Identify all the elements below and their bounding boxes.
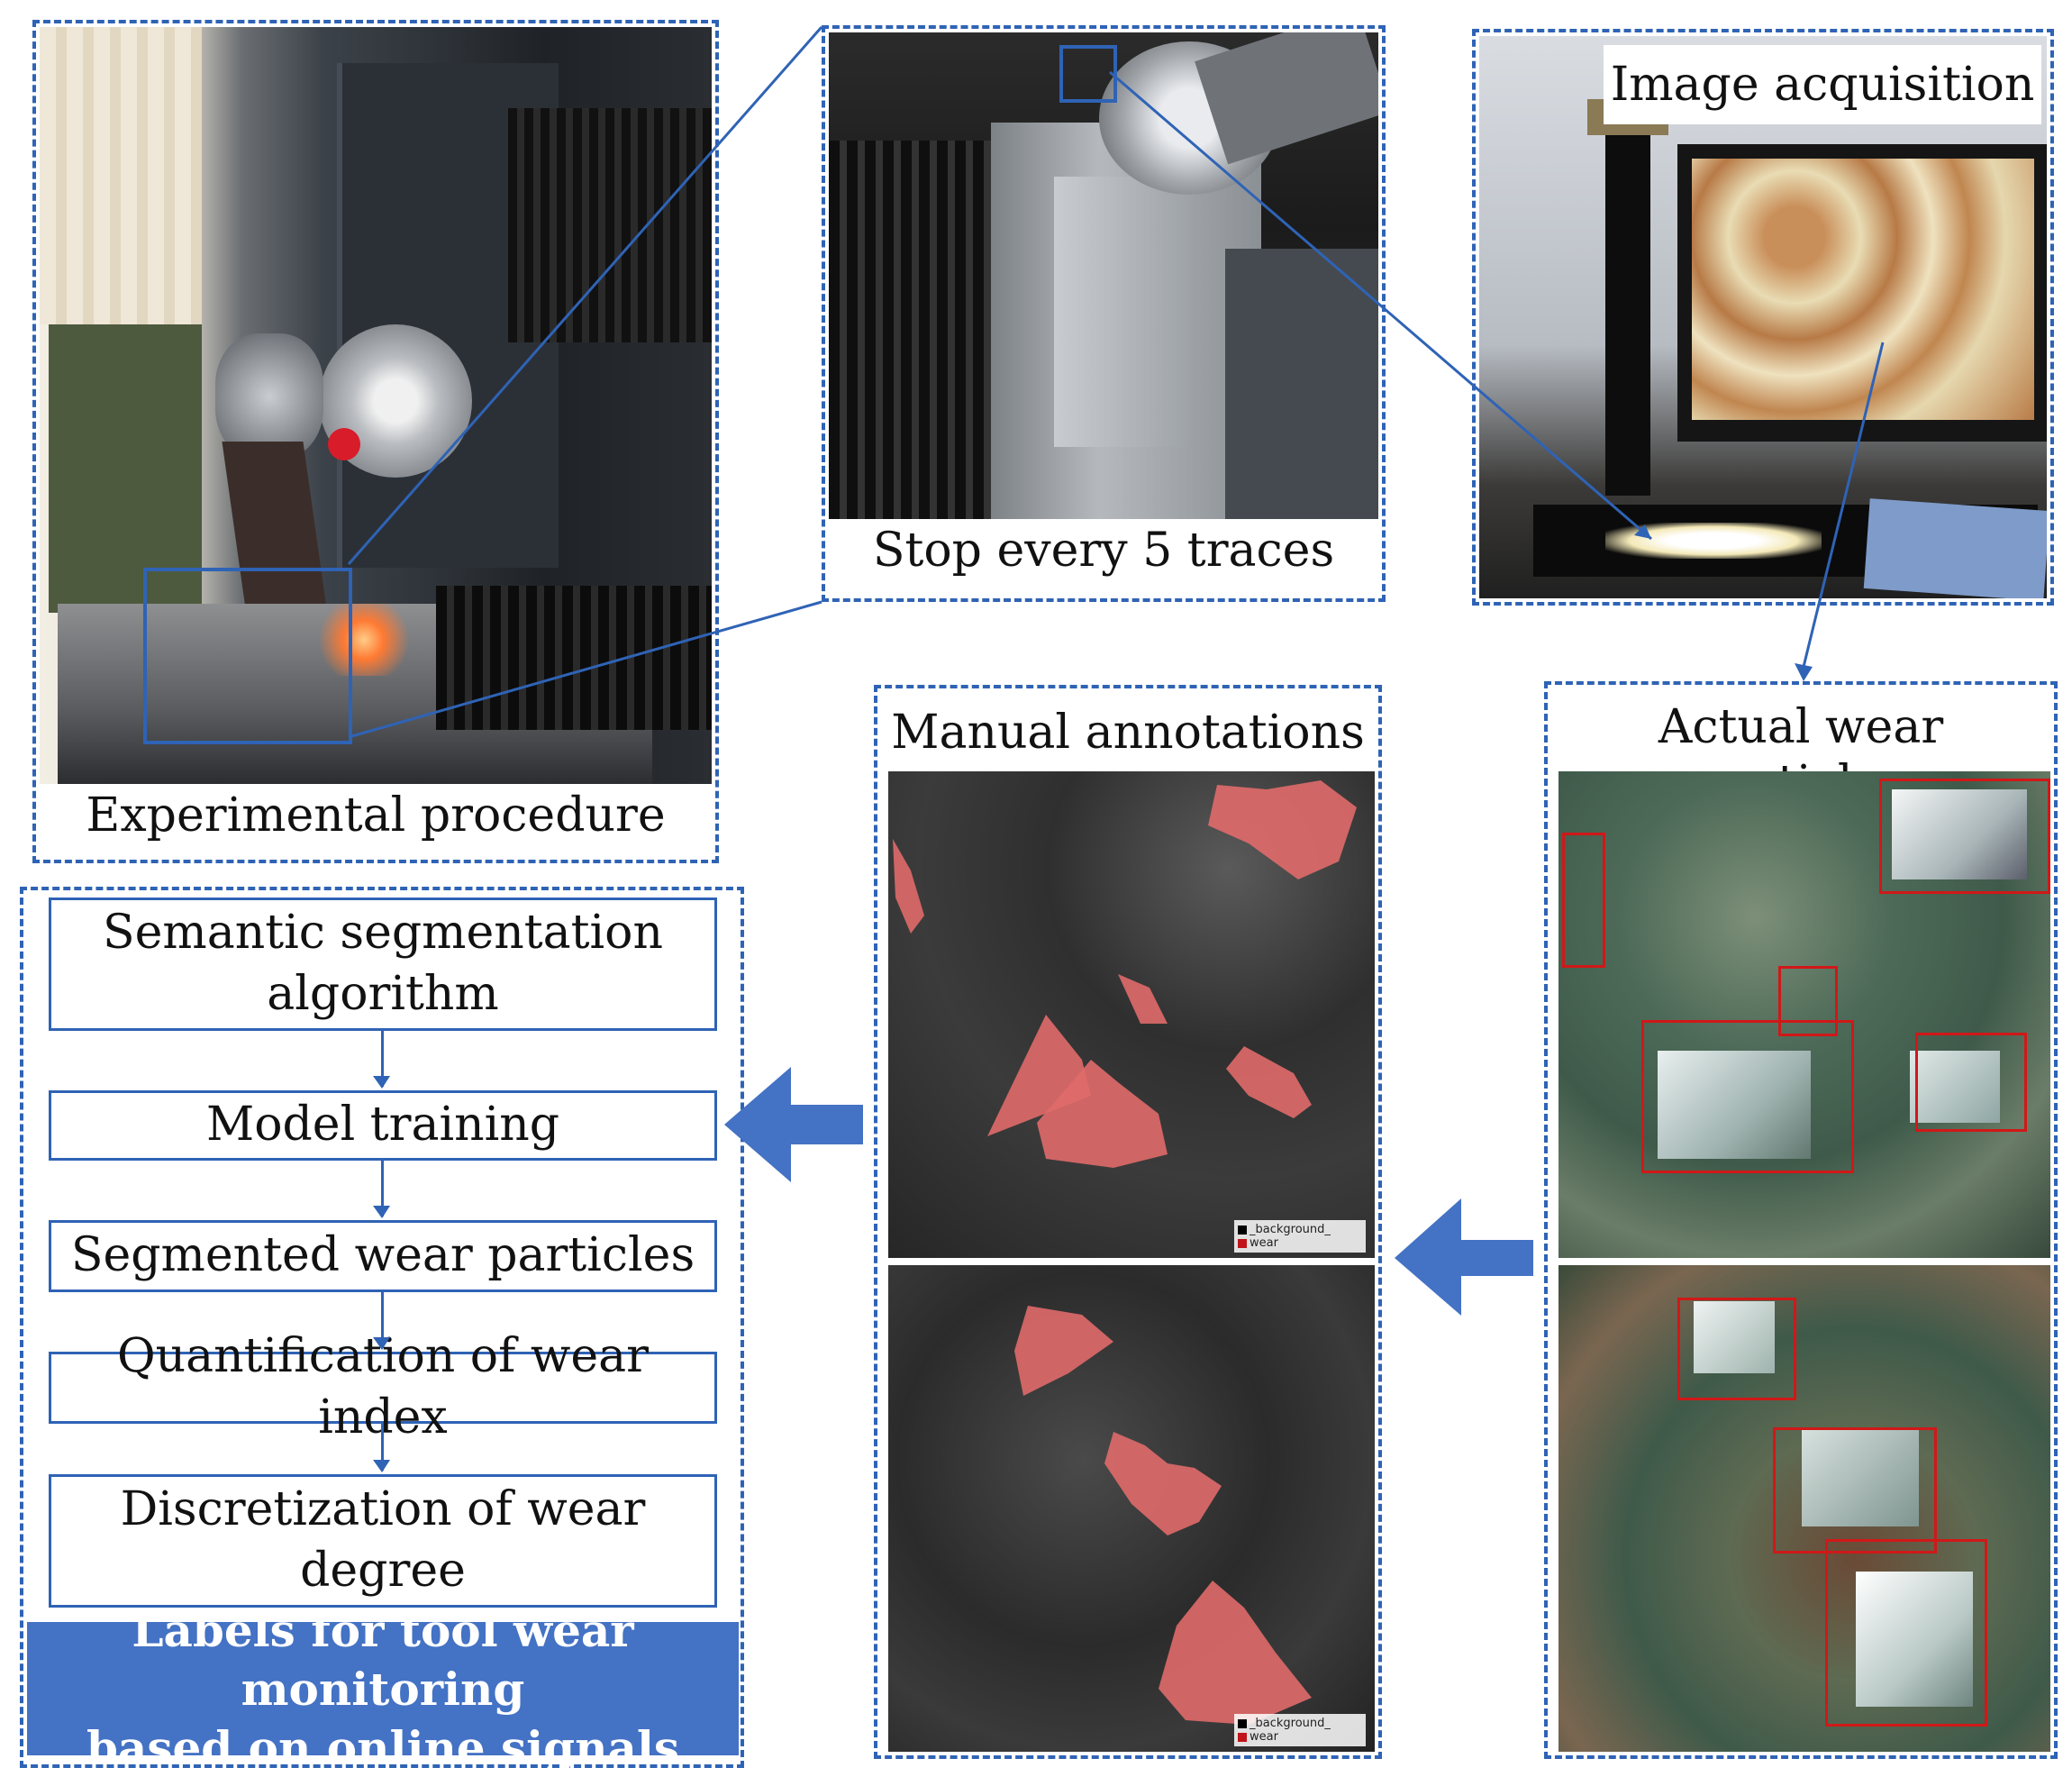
- flow-step-line: algorithm: [267, 967, 499, 1021]
- wear-region: [1104, 1432, 1222, 1535]
- flow-step-quantification: Quantification of wear index: [49, 1329, 717, 1444]
- zoom-line: [347, 26, 823, 565]
- flow-step-line: degree: [300, 1544, 466, 1598]
- detection-box: [1915, 1033, 2027, 1132]
- annotation-2-shapes: [1014, 1306, 1312, 1725]
- wear-region: [893, 839, 924, 934]
- final-labels-box: Labels for tool wear monitoring based on…: [27, 1604, 739, 1774]
- big-arrow-left: [724, 1067, 863, 1182]
- flow-connector: [381, 1292, 384, 1348]
- contact-point-highlight: [1059, 45, 1117, 103]
- image-acquisition-title: Image acquisition: [1604, 45, 2041, 124]
- flow-connector: [381, 1161, 384, 1216]
- flow-connector: [381, 1424, 384, 1471]
- flow-arrow-head: [373, 1076, 390, 1089]
- big-arrow-left: [1395, 1198, 1533, 1316]
- final-label-line: based on online signals: [86, 1720, 680, 1774]
- wear-region: [1118, 974, 1168, 1024]
- wear-region: [1159, 1581, 1312, 1725]
- flow-step-line: Model training: [205, 1098, 560, 1153]
- wear-region: [1037, 1060, 1168, 1168]
- manual-annotations-title: Manual annotations: [891, 706, 1365, 760]
- detection-box: [1641, 1020, 1854, 1173]
- actual-wear-particles-panel: Actual wear particles: [1544, 681, 2058, 1759]
- acquisition-photo: [1479, 36, 2047, 598]
- manual-annotations-panel: Manual annotations _background_ wear _ba…: [874, 685, 1382, 1759]
- legend-background-label: _background_: [1250, 1223, 1331, 1236]
- annotation-legend: _background_ wear: [1234, 1714, 1366, 1746]
- annotation-1-shapes: [893, 780, 1357, 1168]
- flow-step-line: Discretization of wear: [120, 1482, 646, 1537]
- flow-arrow-head: [373, 1460, 390, 1472]
- flow-arrow-head: [373, 1206, 390, 1218]
- experimental-procedure-panel: Experimental procedure: [32, 20, 719, 863]
- annotation-legend: _background_ wear: [1234, 1220, 1366, 1253]
- flow-step-line: Semantic segmentation: [103, 906, 663, 961]
- flow-step-line: Segmented wear particles: [70, 1228, 695, 1283]
- arrow-head: [1795, 663, 1813, 681]
- flow-step-segmented-wear-particles: Segmented wear particles: [49, 1220, 717, 1292]
- wear-region: [1226, 1046, 1312, 1118]
- wear-region: [1014, 1306, 1113, 1396]
- legend-wear-label: wear: [1250, 1730, 1278, 1744]
- zoom-line: [348, 600, 822, 739]
- detection-box: [1825, 1539, 1987, 1727]
- detection-box: [1677, 1298, 1796, 1400]
- particles-image-1: [1559, 771, 2050, 1258]
- detection-box: [1773, 1427, 1937, 1554]
- experimental-procedure-caption: Experimental procedure: [86, 788, 666, 843]
- legend-background-label: _background_: [1250, 1717, 1331, 1730]
- detection-box: [1778, 966, 1838, 1036]
- zoom-line: [1802, 342, 1885, 668]
- particles-image-2: [1559, 1265, 2050, 1752]
- wear-region: [1208, 780, 1357, 879]
- stop-every-5-traces-caption: Stop every 5 traces: [872, 524, 1335, 578]
- grinding-zone-highlight: [143, 568, 352, 744]
- final-label-line: Labels for tool wear monitoring: [132, 1603, 634, 1716]
- legend-wear-label: wear: [1250, 1236, 1278, 1250]
- flow-step-discretization: Discretization of wear degree: [49, 1474, 717, 1608]
- flow-arrow-head: [373, 1337, 390, 1350]
- annotation-image-2: _background_ wear: [888, 1265, 1375, 1752]
- flow-step-semantic-segmentation: Semantic segmentation algorithm: [49, 898, 717, 1031]
- machine-closeup-panel: Stop every 5 traces: [822, 25, 1386, 602]
- image-acquisition-panel: Image acquisition: [1472, 29, 2054, 606]
- zoom-line: [1109, 70, 1652, 541]
- arrow-head: [1634, 524, 1651, 539]
- closeup-photo: [829, 32, 1378, 519]
- flow-connector: [381, 1031, 384, 1087]
- detection-box: [1562, 833, 1605, 968]
- machine-photo: [40, 27, 712, 784]
- flow-step-model-training: Model training: [49, 1090, 717, 1161]
- annotation-image-1: _background_ wear: [888, 771, 1375, 1258]
- detection-box: [1879, 779, 2050, 894]
